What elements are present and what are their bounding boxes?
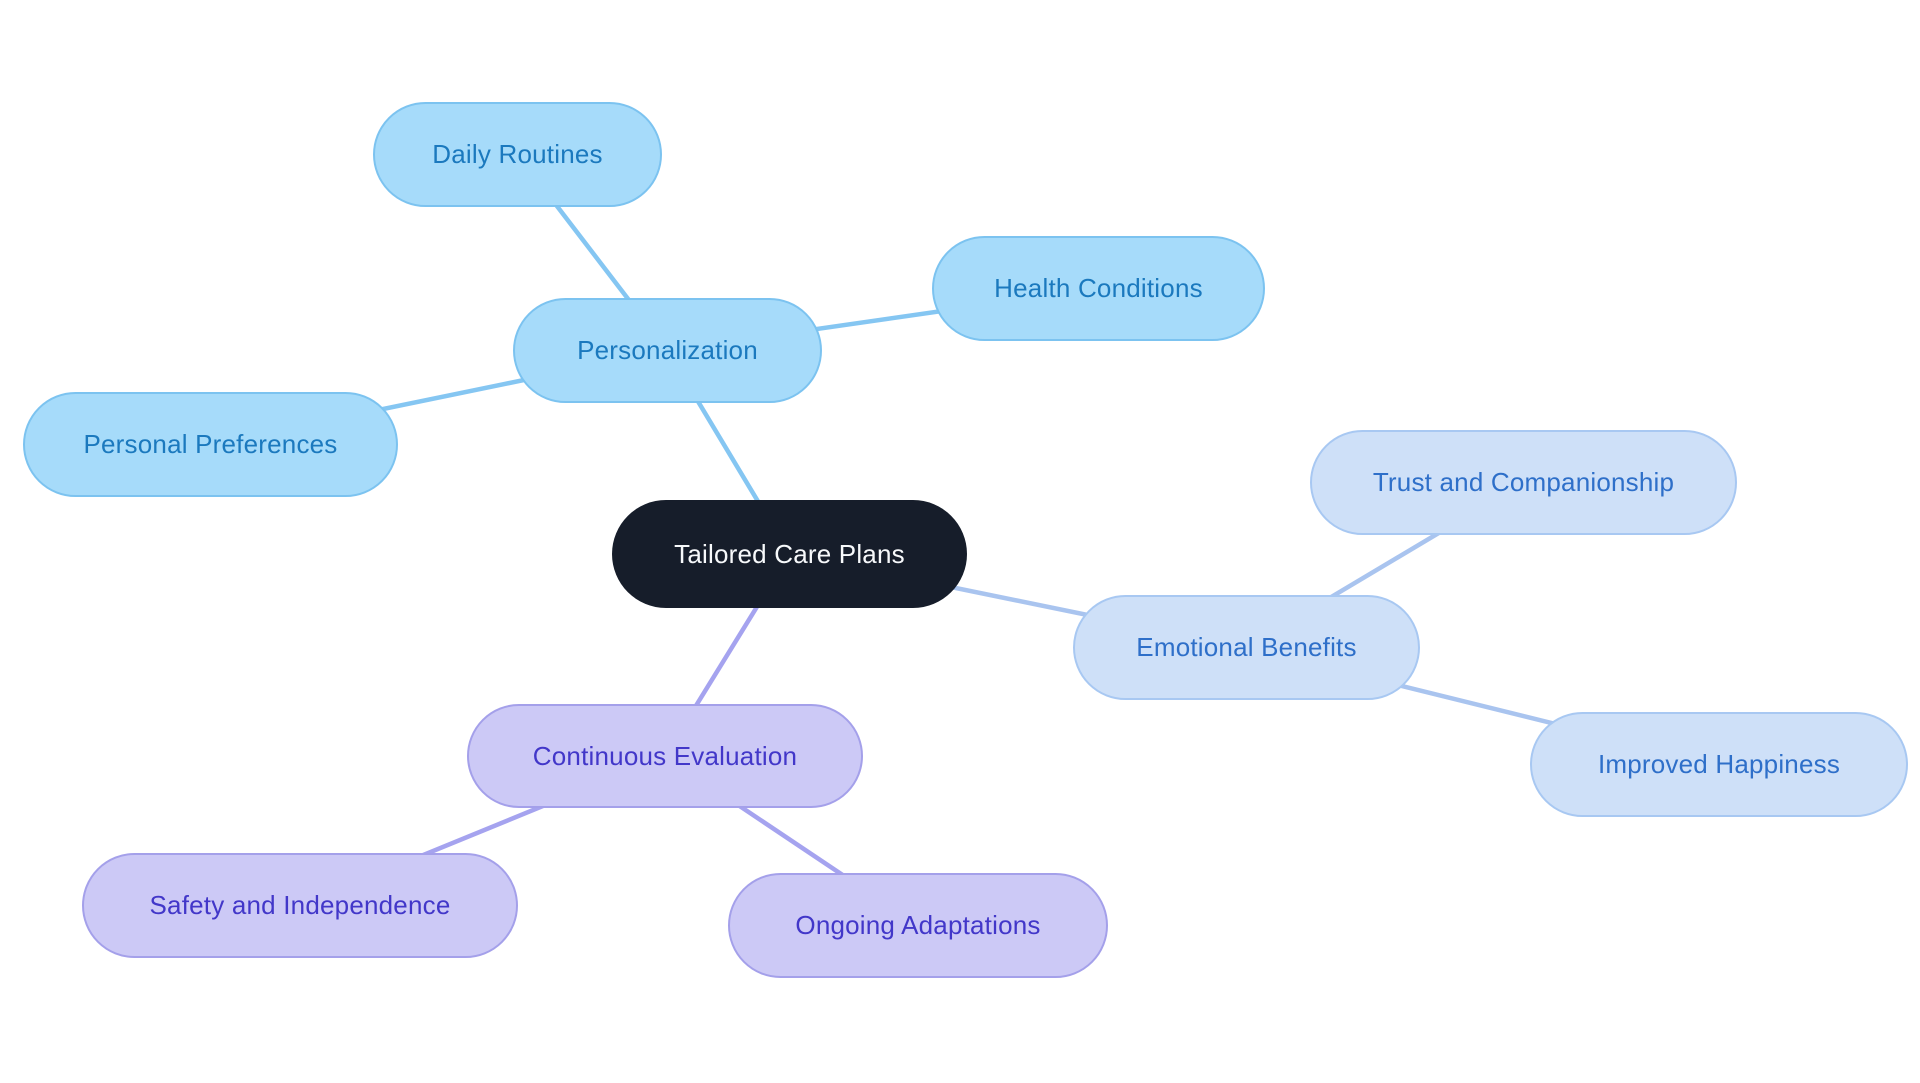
node-label: Health Conditions [994, 273, 1203, 303]
node-daily-routines[interactable]: Daily Routines [373, 102, 662, 207]
node-label: Emotional Benefits [1136, 632, 1357, 662]
node-label: Personalization [577, 335, 758, 365]
node-personalization[interactable]: Personalization [513, 298, 822, 403]
node-tailored-care-plans[interactable]: Tailored Care Plans [612, 500, 967, 608]
node-personal-preferences[interactable]: Personal Preferences [23, 392, 398, 497]
node-label: Improved Happiness [1597, 749, 1841, 779]
node-improved-happiness[interactable]: Improved Happiness [1530, 712, 1908, 817]
node-label: Daily Routines [432, 139, 603, 169]
node-label: Trust and Companionship [1372, 467, 1675, 497]
node-label: Ongoing Adaptations [795, 910, 1041, 940]
node-emotional-benefits[interactable]: Emotional Benefits [1073, 595, 1420, 700]
node-label: Personal Preferences [83, 429, 338, 459]
node-label: Continuous Evaluation [532, 740, 798, 771]
node-health-conditions[interactable]: Health Conditions [932, 236, 1265, 341]
node-trust-and-companionship[interactable]: Trust and Companionship [1310, 430, 1737, 535]
node-label: Tailored Care Plans [674, 538, 905, 569]
node-continuous-evaluation[interactable]: Continuous Evaluation [467, 704, 863, 808]
node-ongoing-adaptations[interactable]: Ongoing Adaptations [728, 873, 1108, 978]
node-safety-and-independence[interactable]: Safety and Independence [82, 853, 518, 958]
node-label: Safety and Independence [149, 890, 451, 920]
